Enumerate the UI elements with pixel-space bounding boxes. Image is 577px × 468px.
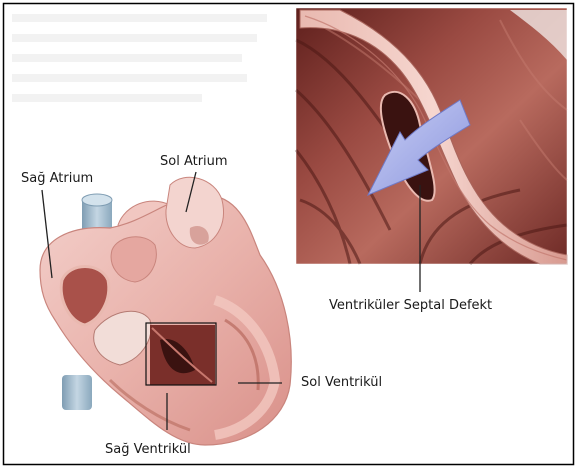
label-sag-atrium: Sağ Atrium — [21, 171, 93, 187]
label-sol-atrium: Sol Atrium — [160, 154, 228, 170]
heart-cross-section — [40, 177, 291, 445]
septal-defect-inset — [296, 8, 567, 264]
label-sol-ventrikul: Sol Ventrikül — [301, 375, 382, 391]
faded-text-block — [12, 14, 267, 102]
label-sag-ventrikul: Sağ Ventrikül — [105, 442, 191, 458]
label-septal-defekt: Ventriküler Septal Defekt — [329, 298, 492, 314]
